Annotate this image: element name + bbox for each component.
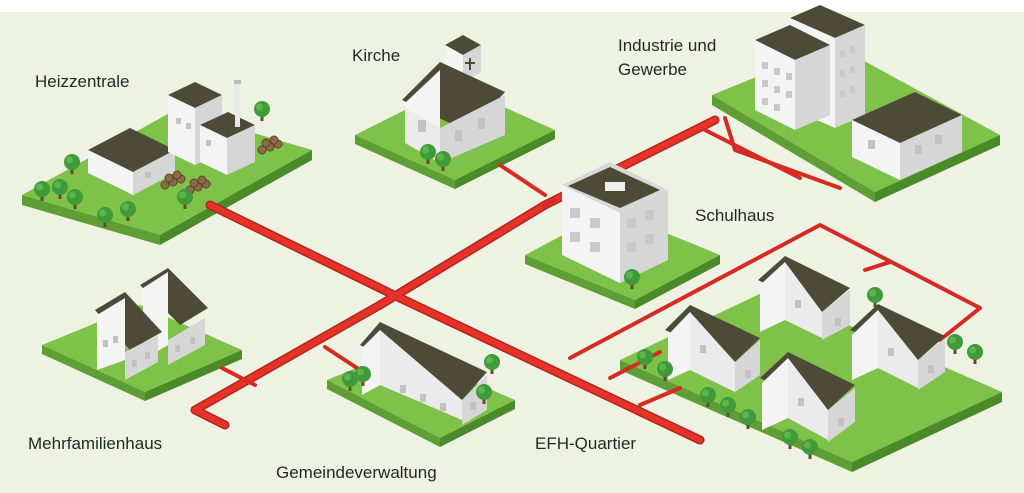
building-industrie bbox=[755, 5, 962, 180]
heating-pipes bbox=[190, 115, 982, 445]
building-schulhaus bbox=[562, 162, 668, 289]
building-gemeindeverwaltung bbox=[342, 322, 500, 425]
building-heizzentrale bbox=[34, 80, 283, 227]
building-efh-quartier bbox=[637, 256, 983, 459]
label-schulhaus: Schulhaus bbox=[695, 206, 775, 225]
label-gemeindeverwaltung: Gemeindeverwaltung bbox=[276, 463, 437, 482]
building-mehrfamilienhaus bbox=[95, 268, 208, 380]
label-heizzentrale: Heizzentrale bbox=[35, 72, 130, 91]
label-industrie-line1: Industrie und bbox=[618, 36, 717, 55]
label-industrie-line2: Gewerbe bbox=[618, 60, 687, 79]
building-kirche bbox=[402, 35, 505, 171]
label-kirche: Kirche bbox=[352, 46, 401, 65]
label-mehrfamilienhaus: Mehrfamilienhaus bbox=[28, 434, 163, 453]
label-efh-quartier: EFH-Quartier bbox=[535, 434, 637, 453]
